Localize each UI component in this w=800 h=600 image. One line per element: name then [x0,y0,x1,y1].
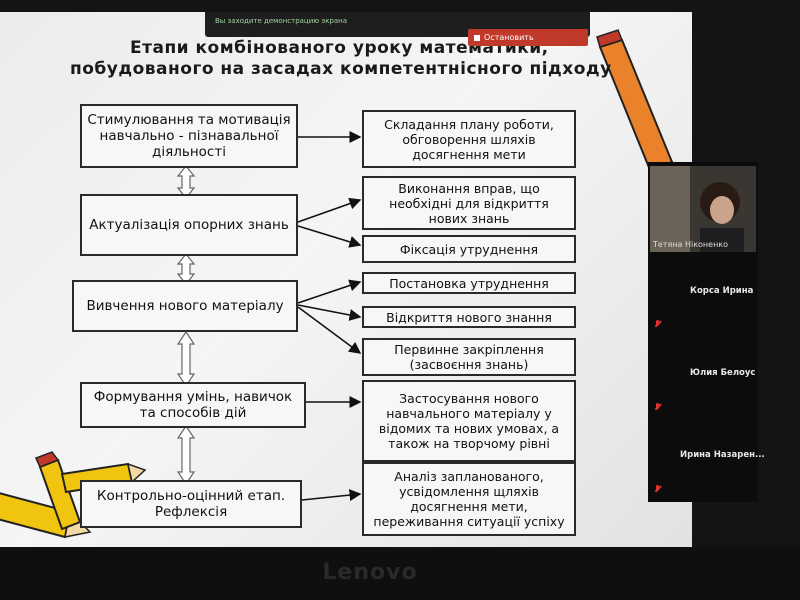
stage-box: Контрольно-оцінний етап. Рефлексія [80,480,302,528]
mic-muted-icon [655,485,661,493]
outcome-box: Відкриття нового знання [362,306,576,328]
stop-icon [474,35,480,41]
stop-share-label: Остановить демонстрацию [474,33,537,59]
participant-name: Корса Ирина [690,286,753,296]
outcome-box: Фіксація утруднення [362,235,576,263]
screen-share-status: Вы заходите демонстрацию экрана [215,17,465,29]
mic-muted-icon [655,320,661,328]
participant-name: Тетяна Ніконенко [653,240,728,249]
outcome-box: Аналіз запланованого, усвідомлення щляхі… [362,462,576,536]
stage-box: Формування умінь, навичок та способів ді… [80,382,306,428]
mic-muted-icon [655,403,661,411]
stop-share-button[interactable]: Остановить демонстрацию [468,29,588,46]
outcome-box: Застосування нового навчального матеріал… [362,380,576,462]
outcome-box: Первинне закріплення (засвоєння знань) [362,338,576,376]
stage-box: Вивчення нового матеріалу [72,280,298,332]
outcome-box: Складання плану роботи, обговорення шлях… [362,110,576,168]
flow-arrows [298,137,360,500]
participant-name: Юлия Белоус [690,368,755,378]
outcome-box: Постановка утруднення [362,272,576,294]
outcome-box: Виконання вправ, що необхідні для відкри… [362,176,576,230]
presentation-slide: Етапи комбінованого уроку математики, по… [0,12,692,547]
stage-box: Актуалізація опорних знань [80,194,298,256]
brand-logo: Lenovo [300,560,440,585]
pencil-icon [597,30,672,177]
participant-name: Ирина Назарен... [680,450,765,460]
stage-box: Стимулювання та мотивація навчально - пі… [80,104,298,168]
